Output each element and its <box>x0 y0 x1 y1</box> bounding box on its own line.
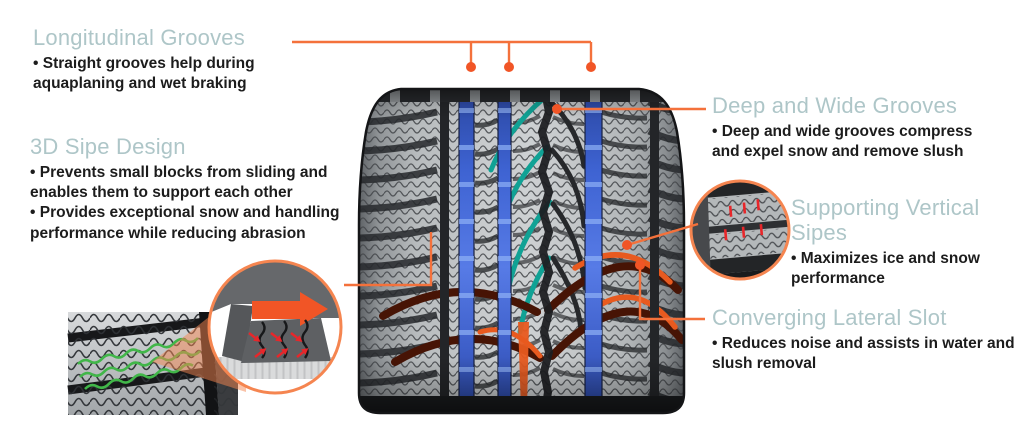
flow-direction-arrow-icon <box>252 292 328 326</box>
tire-outline <box>357 87 686 415</box>
annotation-longitudinal-grooves: Longitudinal Grooves • Straight grooves … <box>33 25 285 94</box>
annotation-bullet: • Reduces noise and assists in water and… <box>712 334 1015 373</box>
annotation-bullet: • Provides exceptional snow and handling… <box>30 204 340 242</box>
annotation-bullet: • Prevents small blocks from sliding and… <box>30 163 328 202</box>
interlock-force-arrows-icon <box>248 332 309 358</box>
vertical-sipes-inset-circle <box>689 179 791 281</box>
annotation-converging-lateral-slot: Converging Lateral Slot • Reduces noise … <box>712 305 1018 374</box>
tire-tread <box>357 87 686 415</box>
sipe-diagram-inset-circle <box>207 259 343 395</box>
annotation-3d-sipe-design: 3D Sipe Design • Prevents small blocks f… <box>30 134 366 244</box>
annotation-supporting-vertical-sipes: Supporting Vertical Sipes • Maximizes ic… <box>791 195 1003 289</box>
red-vertical-sipes-marks <box>723 199 764 241</box>
vertical-sipes-connector <box>626 222 699 247</box>
converging-slot-connector <box>638 265 705 321</box>
annotation-title: Supporting Vertical Sipes <box>791 195 980 245</box>
connector-dots <box>466 62 645 270</box>
annotation-title: 3D Sipe Design <box>30 134 186 159</box>
annotation-title: Longitudinal Grooves <box>33 25 245 50</box>
annotation-bullet: • Maximizes ice and snow performance <box>791 249 980 288</box>
connector-lines <box>292 40 706 321</box>
annotation-title: Converging Lateral Slot <box>712 305 947 330</box>
sipe-design-connector <box>344 232 433 287</box>
annotation-deep-wide-grooves: Deep and Wide Grooves • Deep and wide gr… <box>712 93 986 162</box>
annotation-bullet: • Deep and wide grooves compress and exp… <box>712 122 973 161</box>
annotation-bullet: • Straight grooves help during aquaplani… <box>33 54 255 93</box>
annotation-title: Deep and Wide Grooves <box>712 93 958 118</box>
